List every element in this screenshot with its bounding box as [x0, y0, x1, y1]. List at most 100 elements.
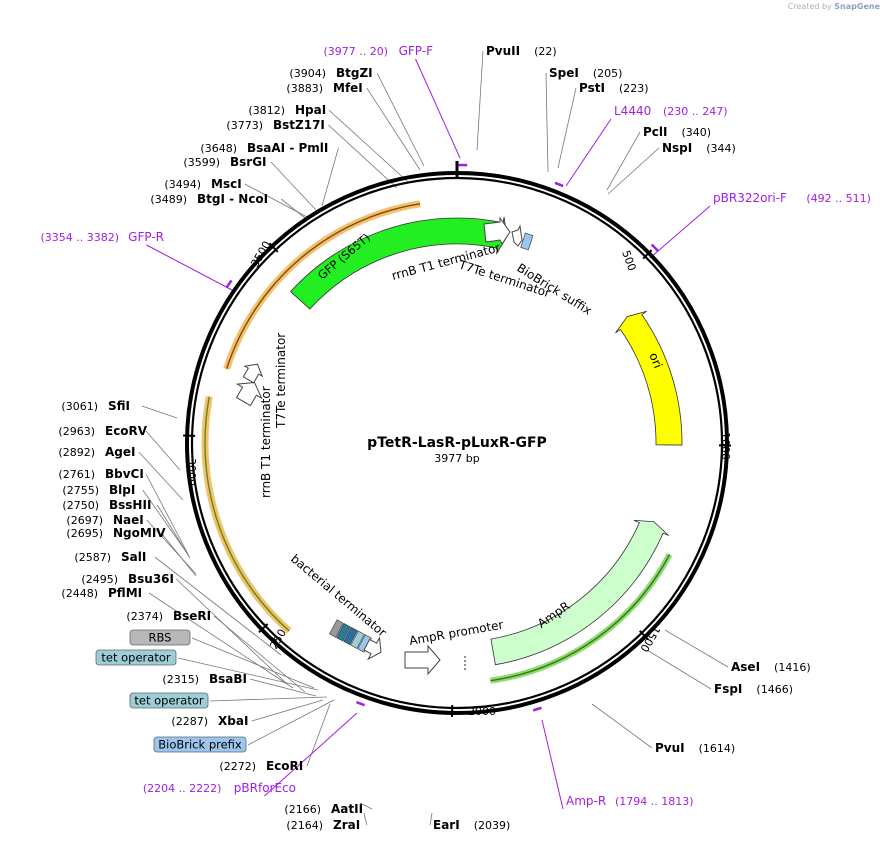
site-blpi[interactable]: BlpI(2755) [62, 483, 135, 497]
feature-biobrick-suffix[interactable] [520, 232, 534, 251]
primer-binding-mark [554, 181, 564, 188]
feature-label-t7te-terminator: T7Te terminator [274, 333, 288, 429]
feature-label-tet-operator[interactable]: tet operator [95, 649, 177, 666]
site-position: (2495) [81, 573, 118, 586]
site-fspi[interactable]: FspI(1466) [714, 682, 793, 696]
feature-t7te-left-arrow[interactable] [240, 359, 266, 385]
site-position: (22) [534, 45, 557, 58]
primer-connector [415, 58, 461, 159]
site-position: (2166) [284, 803, 321, 816]
site-hpai[interactable]: HpaI(3812) [248, 103, 326, 117]
site-pflmi[interactable]: PflMI(2448) [61, 586, 142, 600]
site-position: (2272) [219, 760, 256, 773]
feature-t7te-top-arrow[interactable] [511, 224, 523, 247]
site-ecorv[interactable]: EcoRV(2963) [58, 424, 147, 438]
site-position: (3773) [226, 119, 263, 132]
feature-label-ampr-promoter: AmpR promoter [408, 618, 504, 648]
feature-rrnb-t1-top-arrow[interactable] [483, 216, 511, 245]
feature-label-ori: ori [646, 351, 665, 371]
site-ecori[interactable]: EcoRI(2272) [219, 759, 303, 773]
site-bsrgi[interactable]: BsrGI(3599) [183, 155, 266, 169]
site-zrai[interactable]: ZraI(2164) [286, 818, 360, 832]
site-pvui[interactable]: PvuI(1614) [655, 741, 735, 755]
site-bsshii[interactable]: BssHII(2750) [62, 498, 151, 512]
site-agei[interactable]: AgeI(2892) [58, 445, 135, 459]
primer-binding-mark [355, 700, 366, 707]
site-nspi[interactable]: NspI (344) [662, 141, 736, 155]
primer-connector [541, 719, 564, 810]
site-mfei[interactable]: MfeI(3883) [286, 81, 362, 95]
credit-prefix: Created by [787, 2, 832, 11]
site-connector [376, 72, 425, 167]
highlight-arc-amp-line [490, 554, 671, 682]
primer-binding-mark [532, 706, 542, 712]
highlight-arc-left-line [204, 396, 290, 632]
primer-connector [649, 205, 711, 259]
site-name: FspI [714, 682, 742, 696]
site-sfii[interactable]: SfiI(3061) [61, 399, 130, 413]
site-name: BsaBI [209, 672, 247, 686]
feature-rrnb-t1-left-arrow[interactable] [231, 375, 266, 408]
site-name: EcoRV [105, 424, 148, 438]
feature-connector [177, 657, 319, 691]
feature-label-biobrick-prefix[interactable]: BioBrick prefix [153, 736, 247, 753]
site-bstz17i[interactable]: BstZ17I (3773) [226, 118, 324, 132]
site-ngomiv[interactable]: NgoMIV(2695) [66, 526, 166, 540]
site-eari[interactable]: EarI(2039) [433, 818, 510, 832]
site-bsu36i[interactable]: Bsu36I(2495) [81, 572, 174, 586]
site-name: NaeI [113, 513, 144, 527]
site-position: (2374) [126, 610, 163, 623]
site-bbvci[interactable]: BbvCI(2761) [58, 467, 143, 481]
site-connector [328, 124, 398, 189]
site-psti[interactable]: PstI(223) [579, 81, 649, 95]
site-connector [476, 50, 484, 151]
site-position: (3061) [61, 400, 98, 413]
site-xbai[interactable]: XbaI(2287) [171, 714, 248, 728]
site-connector [142, 489, 190, 557]
primer-amp-r[interactable]: Amp-R(1794 .. 1813) [566, 794, 694, 808]
labels: PvuII(22) SpeI(205)PstI(223) PclI(340) NspI… [40, 44, 871, 832]
site-position: (340) [682, 126, 712, 139]
site-position: (344) [706, 142, 736, 155]
site-connector [145, 430, 181, 471]
feature-label-tet-operator[interactable]: tet operator [129, 692, 209, 709]
site-sali[interactable]: SalI(2587) [74, 550, 146, 564]
site-name: BstZ17I [273, 118, 325, 132]
site-connectors [138, 50, 729, 826]
site-btgzi[interactable]: BtgZI(3904) [289, 66, 372, 80]
primer-pbr322ori-f[interactable]: pBR322ori-F(492 .. 511) [713, 191, 871, 205]
site-pcli[interactable]: PclI(340) [643, 125, 711, 139]
site-bsabi[interactable]: BsaBI(2315) [162, 672, 247, 686]
site-msci[interactable]: MscI(3494) [164, 177, 241, 191]
cluster-segment [329, 619, 344, 638]
site-name: SalI [121, 550, 146, 564]
primer-gfp-f[interactable]: GFP-F(3977 .. 20) [323, 44, 433, 58]
site-connector [321, 147, 339, 207]
tick-mark [268, 242, 279, 253]
label-box [153, 736, 247, 753]
feature-bacterial-terminator-cluster[interactable] [328, 616, 387, 663]
primer-pbrforeco[interactable]: pBRforEco(2204 .. 2222) [143, 781, 296, 795]
site-aatii[interactable]: AatII(2166) [284, 802, 363, 816]
feature-label-rbs[interactable]: RBS [129, 629, 191, 646]
site-btgi-ncoi[interactable]: BtgI - NcoI(3489) [150, 192, 268, 206]
site-bseri[interactable]: BseRI(2374) [126, 609, 211, 623]
site-name: NspI [662, 141, 692, 155]
feature-ampr-arrow[interactable] [490, 519, 669, 666]
site-naei[interactable]: NaeI(2697) [66, 513, 143, 527]
site-spei[interactable]: SpeI(205) [549, 66, 622, 80]
site-bsaai-pmli[interactable]: BsaAI - PmlI(3648) [200, 141, 328, 155]
site-pvuii[interactable]: PvuII(22) [486, 44, 557, 58]
primer-l4440[interactable]: L4440(230 .. 247) [614, 104, 728, 118]
feature-connector [191, 637, 315, 689]
feature-bacterial-terminator-arrow [363, 636, 382, 661]
feature-ori-arrow[interactable] [615, 310, 683, 446]
label-box [95, 649, 177, 666]
site-position: (3489) [150, 193, 187, 206]
primer-gfp-r[interactable]: GFP-R(3354 .. 3382) [40, 230, 164, 244]
site-asei[interactable]: AseI(1416) [731, 660, 811, 674]
site-name: BlpI [109, 483, 135, 497]
site-connector [359, 802, 373, 810]
tick-label: 2000 [468, 705, 496, 718]
feature-ampr-promoter-arrow[interactable] [404, 644, 441, 676]
